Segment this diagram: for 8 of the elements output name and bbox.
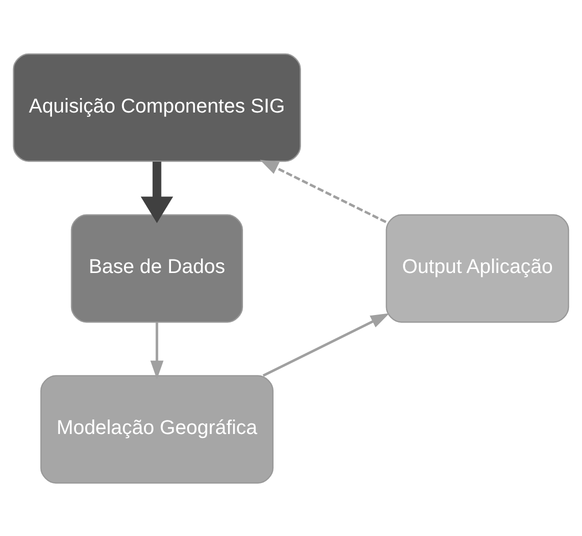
arrow (260, 159, 386, 223)
arrow (140, 161, 174, 223)
node-box: Modelação Geográfica (40, 374, 274, 484)
node-box: Base de Dados (70, 214, 243, 322)
arrow (150, 322, 164, 379)
node-box: Output Aplicação (386, 214, 570, 322)
arrow (262, 312, 390, 376)
node-box: Aquisição Componentes SIG (12, 52, 301, 162)
